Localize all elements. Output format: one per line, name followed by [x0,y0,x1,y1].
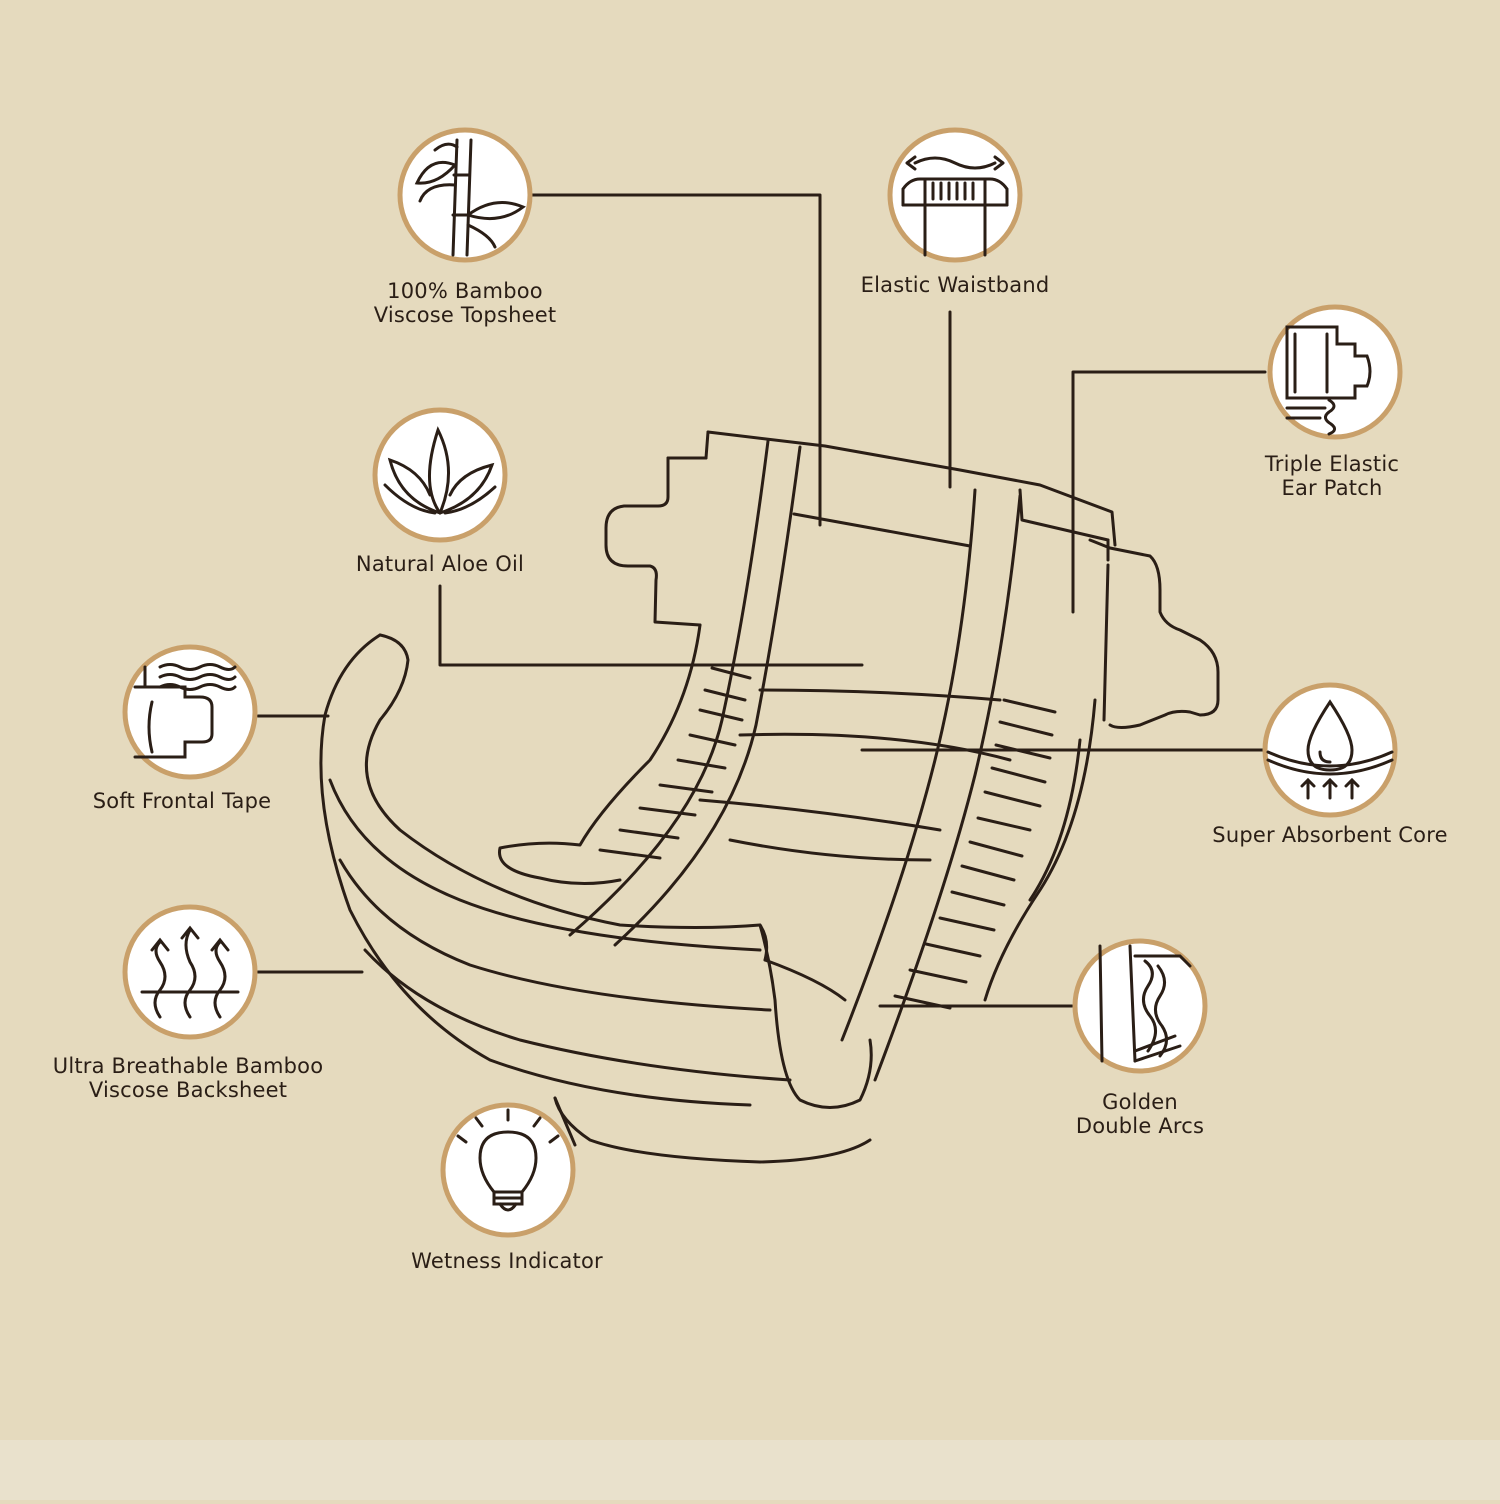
label-wetness-line1: Wetness Indicator [411,1249,603,1273]
aloe-icon [372,407,508,543]
label-arcs: Golden Double Arcs [1076,1090,1204,1138]
label-wetness: Wetness Indicator [411,1249,603,1273]
label-frontal-tape-line1: Soft Frontal Tape [92,789,272,813]
label-core: Super Absorbent Core [1212,823,1447,847]
label-frontal-tape: Soft Frontal Tape [93,789,271,813]
label-topsheet: 100% Bamboo Viscose Topsheet [374,279,557,327]
diaper-illustration [319,430,1220,1164]
leader-lines [256,193,1267,1008]
label-backsheet-line2: Viscose Backsheet [88,1078,288,1102]
label-waistband-line1: Elastic Waistband [860,273,1050,297]
bamboo-icon [397,127,533,263]
label-aloe-line1: Natural Aloe Oil [355,552,525,576]
label-waistband: Elastic Waistband [861,273,1050,297]
breathable-icon [122,904,258,1040]
droplet-icon [1262,682,1398,818]
label-ear-patch-line2: Ear Patch [1281,476,1383,500]
frontal-tape-icon [122,644,258,780]
label-backsheet-line1: Ultra Breathable Bamboo [52,1054,324,1078]
double-arcs-icon [1072,938,1208,1074]
label-ear-patch: Triple Elastic Ear Patch [1265,452,1399,500]
label-arcs-line2: Double Arcs [1075,1114,1205,1138]
ear-patch-icon [1267,304,1403,440]
feature-icons [122,127,1403,1238]
label-topsheet-line1: 100% Bamboo [387,279,543,303]
label-core-line1: Super Absorbent Core [1212,823,1448,847]
label-arcs-line1: Golden [1102,1090,1178,1114]
bottom-band [0,1440,1500,1500]
label-topsheet-line2: Viscose Topsheet [373,303,557,327]
label-aloe: Natural Aloe Oil [356,552,524,576]
waistband-icon [887,127,1023,263]
label-ear-patch-line1: Triple Elastic [1264,452,1400,476]
label-backsheet: Ultra Breathable Bamboo Viscose Backshee… [53,1054,324,1102]
lightbulb-icon [440,1102,576,1238]
